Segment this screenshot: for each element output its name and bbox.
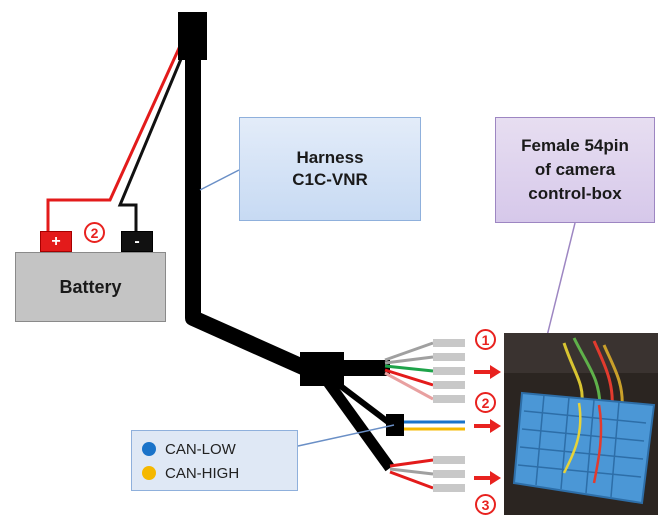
wire-red-1 <box>384 368 434 387</box>
can-legend: CAN-LOW CAN-HIGH <box>131 430 298 491</box>
battery: Battery <box>15 252 166 322</box>
female-connector-label-box: Female 54pin of camera control-box <box>495 117 655 223</box>
arrow-icon <box>474 471 501 485</box>
wire-grey-1 <box>384 341 434 362</box>
battery-negative-wire <box>117 34 193 231</box>
female-label-line2: of camera <box>534 160 616 179</box>
pin <box>433 395 465 403</box>
battery-label: Battery <box>59 276 122 297</box>
wire-pink <box>384 371 434 401</box>
arrow-icon <box>474 365 501 379</box>
harness-label-line2: C1C-VNR <box>292 170 368 189</box>
main-cable <box>185 55 390 376</box>
harness-label-line1: Harness <box>296 148 364 167</box>
connector-photo <box>504 333 658 515</box>
plus-icon: + <box>51 232 61 250</box>
battery-positive-wire <box>46 34 187 231</box>
minus-icon: - <box>134 232 140 250</box>
badge-3: 3 <box>475 494 496 515</box>
female-label-line1: Female 54pin <box>521 136 629 155</box>
wire-grey-3 <box>389 467 434 476</box>
harness-label-box: Harness C1C-VNR <box>239 117 421 221</box>
badge-battery-2: 2 <box>84 222 105 243</box>
wire-red-2 <box>389 458 434 468</box>
legend-callout-line <box>297 424 395 447</box>
pin <box>433 339 465 347</box>
can-connector-block <box>386 414 404 436</box>
badge-1: 1 <box>475 329 496 350</box>
battery-positive-terminal: + <box>40 231 72 252</box>
arrow-icon <box>474 419 501 433</box>
pin <box>433 470 465 478</box>
blue-dot-icon <box>142 442 156 456</box>
female-callout-line <box>546 222 576 337</box>
female-label-line3: control-box <box>528 184 622 203</box>
legend-row-can-low: CAN-LOW <box>142 437 287 461</box>
battery-negative-terminal: - <box>121 231 153 252</box>
legend-can-low-label: CAN-LOW <box>165 440 236 458</box>
badge-2: 2 <box>475 392 496 413</box>
pin <box>433 367 465 375</box>
can-branch-cable <box>328 375 394 428</box>
legend-row-can-high: CAN-HIGH <box>142 461 287 485</box>
harness-callout-line <box>199 169 240 191</box>
pin <box>433 484 465 492</box>
power-branch-cable <box>320 374 395 472</box>
legend-can-high-label: CAN-HIGH <box>165 464 240 482</box>
yellow-dot-icon <box>142 466 156 480</box>
wire-green <box>384 364 434 373</box>
harness-plug <box>178 12 207 60</box>
pin <box>433 353 465 361</box>
pin <box>433 456 465 464</box>
wire-grey-2 <box>384 355 434 365</box>
connector-image <box>504 333 658 515</box>
wire-red-3 <box>389 470 434 490</box>
pin <box>433 381 465 389</box>
